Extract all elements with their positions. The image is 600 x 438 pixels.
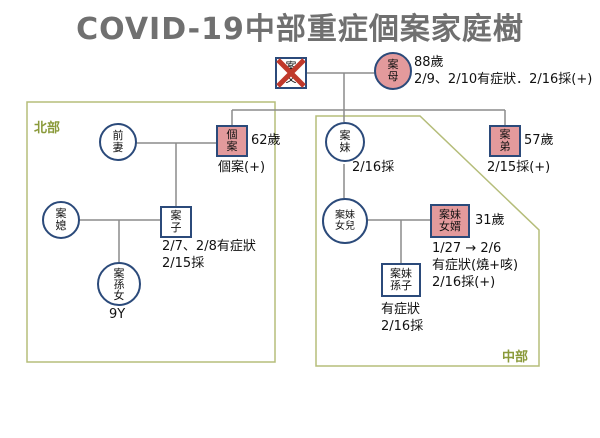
brother-label: 案弟 — [499, 128, 511, 153]
page-title: COVID-19中部重症個案家庭樹 — [76, 12, 524, 47]
niece-node: 案妹女兒 — [322, 198, 368, 244]
granddaughter-node: 案孫女 — [97, 262, 141, 306]
sister-label: 案妹 — [339, 129, 351, 154]
grandnephew-info-2: 2/16採 — [381, 319, 424, 334]
granddaughter-label: 案孫女 — [113, 266, 125, 302]
niece-husband-info-2: 有症狀(燒+咳) — [432, 258, 519, 273]
index-case-label: 個案 — [226, 128, 238, 153]
ex-wife-node: 前妻 — [99, 123, 137, 161]
niece-husband-age: 31歲 — [475, 213, 505, 228]
granddaughter-age: 9Y — [109, 307, 126, 322]
son-info-1: 2/7、2/8有症狀 — [162, 239, 256, 254]
index-info: 個案(+) — [218, 160, 266, 175]
index-case-node: 個案 — [216, 125, 248, 157]
north-region-border — [26, 101, 276, 363]
sister-info: 2/16採 — [352, 160, 395, 175]
father-label: 案父 — [285, 60, 297, 85]
central-region-border — [315, 115, 540, 367]
niece-label: 案妹女兒 — [335, 210, 355, 232]
mother-info: 2/9、2/10有症狀．2/16採(+) — [414, 72, 593, 87]
deceased-cross-icon — [276, 58, 306, 88]
mother-age: 88歲 — [414, 55, 444, 70]
sister-node: 案妹 — [325, 122, 365, 162]
central-region-label: 中部 — [502, 350, 529, 365]
brother-node: 案弟 — [489, 125, 521, 157]
grandnephew-info-1: 有症狀 — [381, 302, 421, 317]
grandnephew-node: 案妹孫子 — [381, 263, 421, 297]
grandnephew-label: 案妹孫子 — [390, 267, 412, 292]
niece-husband-node: 案妹女婿 — [430, 204, 470, 238]
father-node: 案父 — [275, 57, 307, 89]
daughter-in-law-node: 案媳 — [42, 201, 80, 239]
daughter-in-law-label: 案媳 — [55, 207, 67, 232]
mother-label: 案母 — [387, 58, 399, 83]
mother-node: 案母 — [374, 52, 412, 90]
index-age: 62歲 — [251, 133, 281, 148]
niece-husband-label: 案妹女婿 — [439, 208, 461, 233]
brother-age: 57歲 — [524, 133, 554, 148]
niece-husband-info-3: 2/16採(+) — [432, 275, 496, 290]
ex-wife-label: 前妻 — [112, 129, 124, 154]
son-node: 案子 — [160, 206, 192, 238]
north-region-label: 北部 — [34, 121, 61, 136]
son-info-2: 2/15採 — [162, 256, 205, 271]
son-label: 案子 — [170, 209, 182, 234]
niece-husband-info-1: 1/27 → 2/6 — [432, 241, 502, 256]
brother-info: 2/15採(+) — [487, 160, 551, 175]
